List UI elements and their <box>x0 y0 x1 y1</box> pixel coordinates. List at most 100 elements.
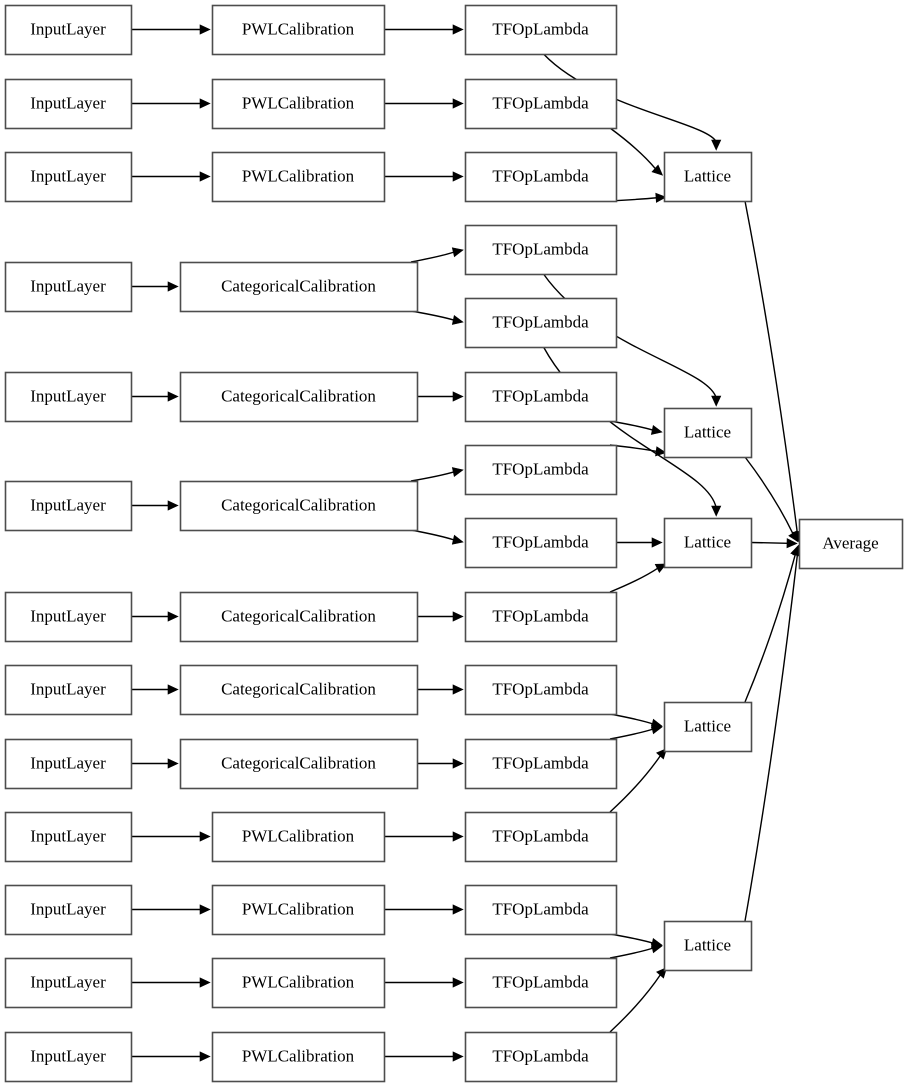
node-pwlcalibration[interactable]: PWLCalibration <box>211 4 386 56</box>
node-box[interactable] <box>179 371 419 423</box>
node-box[interactable] <box>464 224 618 276</box>
node-inputlayer[interactable]: InputLayer <box>4 151 133 203</box>
node-box[interactable] <box>211 4 386 56</box>
node-tfoplambda[interactable]: TFOpLambda <box>464 371 618 423</box>
node-box[interactable] <box>464 297 618 349</box>
node-box[interactable] <box>4 4 133 56</box>
node-categoricalcalibration[interactable]: CategoricalCalibration <box>179 738 419 790</box>
node-box[interactable] <box>211 1031 386 1083</box>
node-categoricalcalibration[interactable]: CategoricalCalibration <box>179 371 419 423</box>
node-lattice[interactable]: Lattice <box>663 517 753 569</box>
node-box[interactable] <box>4 591 133 643</box>
node-lattice[interactable]: Lattice <box>663 920 753 972</box>
node-average[interactable]: Average <box>798 518 904 570</box>
node-box[interactable] <box>464 371 618 423</box>
node-pwlcalibration[interactable]: PWLCalibration <box>211 1031 386 1083</box>
node-box[interactable] <box>663 701 753 753</box>
node-tfoplambda[interactable]: TFOpLambda <box>464 78 618 130</box>
node-box[interactable] <box>4 151 133 203</box>
edge-arrowhead <box>655 446 667 457</box>
node-inputlayer[interactable]: InputLayer <box>4 811 133 863</box>
node-box[interactable] <box>663 920 753 972</box>
node-inputlayer[interactable]: InputLayer <box>4 957 133 1009</box>
node-box[interactable] <box>464 884 618 936</box>
node-lattice[interactable]: Lattice <box>663 701 753 753</box>
edge-arrowhead <box>451 534 464 545</box>
node-box[interactable] <box>179 738 419 790</box>
node-tfoplambda[interactable]: TFOpLambda <box>464 151 618 203</box>
node-box[interactable] <box>464 444 618 496</box>
node-box[interactable] <box>4 884 133 936</box>
node-box[interactable] <box>211 957 386 1009</box>
node-box[interactable] <box>4 1031 133 1083</box>
node-tfoplambda[interactable]: TFOpLambda <box>464 811 618 863</box>
node-tfoplambda[interactable]: TFOpLambda <box>464 957 618 1009</box>
node-inputlayer[interactable]: InputLayer <box>4 4 133 56</box>
node-box[interactable] <box>4 811 133 863</box>
node-inputlayer[interactable]: InputLayer <box>4 884 133 936</box>
node-box[interactable] <box>798 518 904 570</box>
node-tfoplambda[interactable]: TFOpLambda <box>464 444 618 496</box>
node-pwlcalibration[interactable]: PWLCalibration <box>211 957 386 1009</box>
node-categoricalcalibration[interactable]: CategoricalCalibration <box>179 591 419 643</box>
node-box[interactable] <box>4 664 133 716</box>
node-box[interactable] <box>663 407 753 459</box>
node-tfoplambda[interactable]: TFOpLambda <box>464 884 618 936</box>
node-inputlayer[interactable]: InputLayer <box>4 371 133 423</box>
node-inputlayer[interactable]: InputLayer <box>4 591 133 643</box>
node-inputlayer[interactable]: InputLayer <box>4 1031 133 1083</box>
node-box[interactable] <box>4 78 133 130</box>
node-inputlayer[interactable]: InputLayer <box>4 664 133 716</box>
node-pwlcalibration[interactable]: PWLCalibration <box>211 884 386 936</box>
node-box[interactable] <box>211 884 386 936</box>
node-tfoplambda[interactable]: TFOpLambda <box>464 1031 618 1083</box>
node-box[interactable] <box>464 4 618 56</box>
node-box[interactable] <box>464 78 618 130</box>
node-box[interactable] <box>4 957 133 1009</box>
node-tfoplambda[interactable]: TFOpLambda <box>464 224 618 276</box>
node-box[interactable] <box>179 664 419 716</box>
node-box[interactable] <box>663 517 753 569</box>
node-box[interactable] <box>464 811 618 863</box>
node-box[interactable] <box>464 1031 618 1083</box>
node-box[interactable] <box>179 591 419 643</box>
edge-inputlayer-to-pwlcalibration <box>131 977 211 988</box>
node-box[interactable] <box>4 371 133 423</box>
node-pwlcalibration[interactable]: PWLCalibration <box>211 151 386 203</box>
node-categoricalcalibration[interactable]: CategoricalCalibration <box>179 261 419 313</box>
node-box[interactable] <box>211 151 386 203</box>
node-pwlcalibration[interactable]: PWLCalibration <box>211 811 386 863</box>
node-lattice[interactable]: Lattice <box>663 151 753 203</box>
node-tfoplambda[interactable]: TFOpLambda <box>464 4 618 56</box>
node-box[interactable] <box>179 261 419 313</box>
node-box[interactable] <box>4 738 133 790</box>
edge-arrowhead <box>452 684 464 695</box>
node-box[interactable] <box>464 738 618 790</box>
node-box[interactable] <box>4 261 133 313</box>
node-inputlayer[interactable]: InputLayer <box>4 738 133 790</box>
node-box[interactable] <box>464 591 618 643</box>
node-tfoplambda[interactable]: TFOpLambda <box>464 517 618 569</box>
node-tfoplambda[interactable]: TFOpLambda <box>464 591 618 643</box>
node-categoricalcalibration[interactable]: CategoricalCalibration <box>179 664 419 716</box>
node-inputlayer[interactable]: InputLayer <box>4 480 133 532</box>
node-box[interactable] <box>179 480 419 532</box>
node-pwlcalibration[interactable]: PWLCalibration <box>211 78 386 130</box>
node-box[interactable] <box>464 151 618 203</box>
edge-arrowhead <box>452 171 464 182</box>
node-box[interactable] <box>4 480 133 532</box>
node-tfoplambda[interactable]: TFOpLambda <box>464 297 618 349</box>
node-categoricalcalibration[interactable]: CategoricalCalibration <box>179 480 419 532</box>
node-inputlayer[interactable]: InputLayer <box>4 78 133 130</box>
node-box[interactable] <box>464 664 618 716</box>
node-box[interactable] <box>211 811 386 863</box>
node-tfoplambda[interactable]: TFOpLambda <box>464 664 618 716</box>
node-box[interactable] <box>464 517 618 569</box>
edge-pwlcalibration-to-tfoplambda <box>384 171 464 182</box>
node-lattice[interactable]: Lattice <box>663 407 753 459</box>
node-box[interactable] <box>211 78 386 130</box>
node-box[interactable] <box>464 957 618 1009</box>
node-inputlayer[interactable]: InputLayer <box>4 261 133 313</box>
node-box[interactable] <box>663 151 753 203</box>
node-tfoplambda[interactable]: TFOpLambda <box>464 738 618 790</box>
